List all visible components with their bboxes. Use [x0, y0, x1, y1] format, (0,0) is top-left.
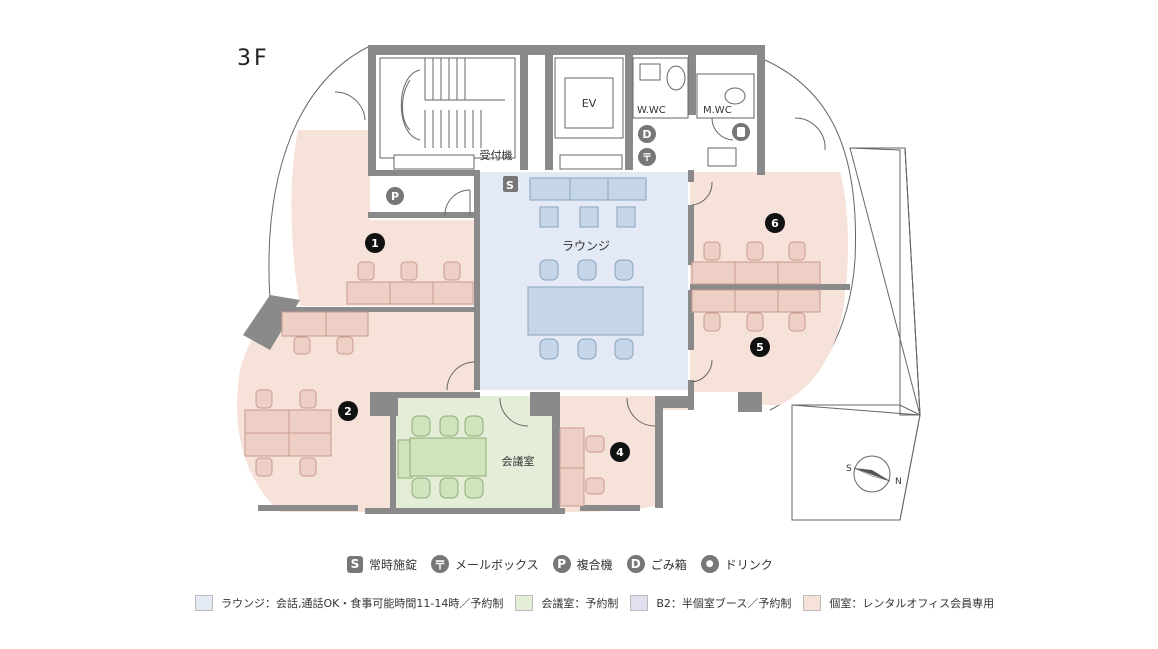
legend-drink: ●ドリンク	[700, 555, 773, 573]
lock-icon: S	[347, 555, 363, 573]
mailbox-symbol: 〒	[638, 148, 656, 166]
floor-label: 3F	[237, 46, 270, 71]
room-badge-2: 2	[338, 401, 358, 421]
private-furniture	[244, 241, 821, 507]
walls	[243, 45, 850, 514]
reception-label: 受付機	[480, 148, 513, 162]
wwc-label: W.WC	[637, 105, 666, 116]
svg-text:D: D	[642, 128, 651, 141]
area-legend: ラウンジ：会話,通話OK・食事可能時間11-14時／予約制 会議室：予約制 B2…	[195, 594, 1006, 612]
svg-text:〒: 〒	[642, 152, 652, 164]
terrace-lower	[791, 404, 921, 521]
room-badge-4: 4	[610, 442, 630, 462]
mwc-label: M.WC	[703, 105, 732, 116]
elevator-car	[564, 77, 614, 129]
printer-symbol: P	[386, 187, 404, 205]
compass: S N	[846, 455, 902, 493]
booth-swatch	[630, 595, 649, 611]
trash-icon: D	[626, 555, 645, 573]
svg-text:6: 6	[771, 217, 779, 230]
svg-text:4: 4	[616, 446, 624, 459]
room-badge-1: 1	[365, 233, 385, 253]
compass-n: N	[895, 477, 902, 487]
meeting-label: 会議室	[502, 454, 535, 468]
lounge-label: ラウンジ	[562, 239, 610, 253]
trash-symbol: D	[638, 125, 656, 143]
lounge-furniture	[527, 177, 647, 360]
room-badge-6: 6	[765, 213, 785, 233]
lounge-swatch	[195, 595, 213, 611]
svg-text:P: P	[391, 190, 399, 203]
svg-text:1: 1	[371, 237, 379, 250]
svg-text:5: 5	[756, 341, 764, 354]
drink-icon: ●	[700, 555, 719, 573]
svg-text:2: 2	[344, 405, 352, 418]
outer-curve-left	[268, 45, 371, 301]
drink-symbol	[732, 123, 750, 141]
room-badge-5: 5	[750, 337, 770, 357]
legend-meeting: 会議室：予約制	[515, 595, 618, 611]
legend-mailbox: 〒メールボックス	[431, 555, 539, 573]
elevator-label: EV	[582, 97, 597, 110]
private-swatch	[803, 595, 822, 611]
room-1-area	[291, 130, 475, 306]
legend-private: 個室：レンタルオフィス会員専用	[803, 595, 994, 611]
meeting-furniture	[397, 415, 487, 499]
lock-symbol: S	[503, 176, 518, 192]
printer-icon: P	[552, 555, 571, 573]
compass-s: S	[846, 464, 852, 474]
mailbox-icon: 〒	[431, 555, 450, 573]
svg-text:S: S	[506, 179, 514, 192]
meeting-swatch	[515, 595, 534, 611]
sink	[707, 147, 737, 167]
legend-lounge: ラウンジ：会話,通話OK・食事可能時間11-14時／予約制	[195, 595, 503, 611]
doors	[334, 91, 826, 427]
stairs	[379, 57, 516, 159]
legend-booth: B2：半個室ブース／予約制	[630, 595, 791, 611]
